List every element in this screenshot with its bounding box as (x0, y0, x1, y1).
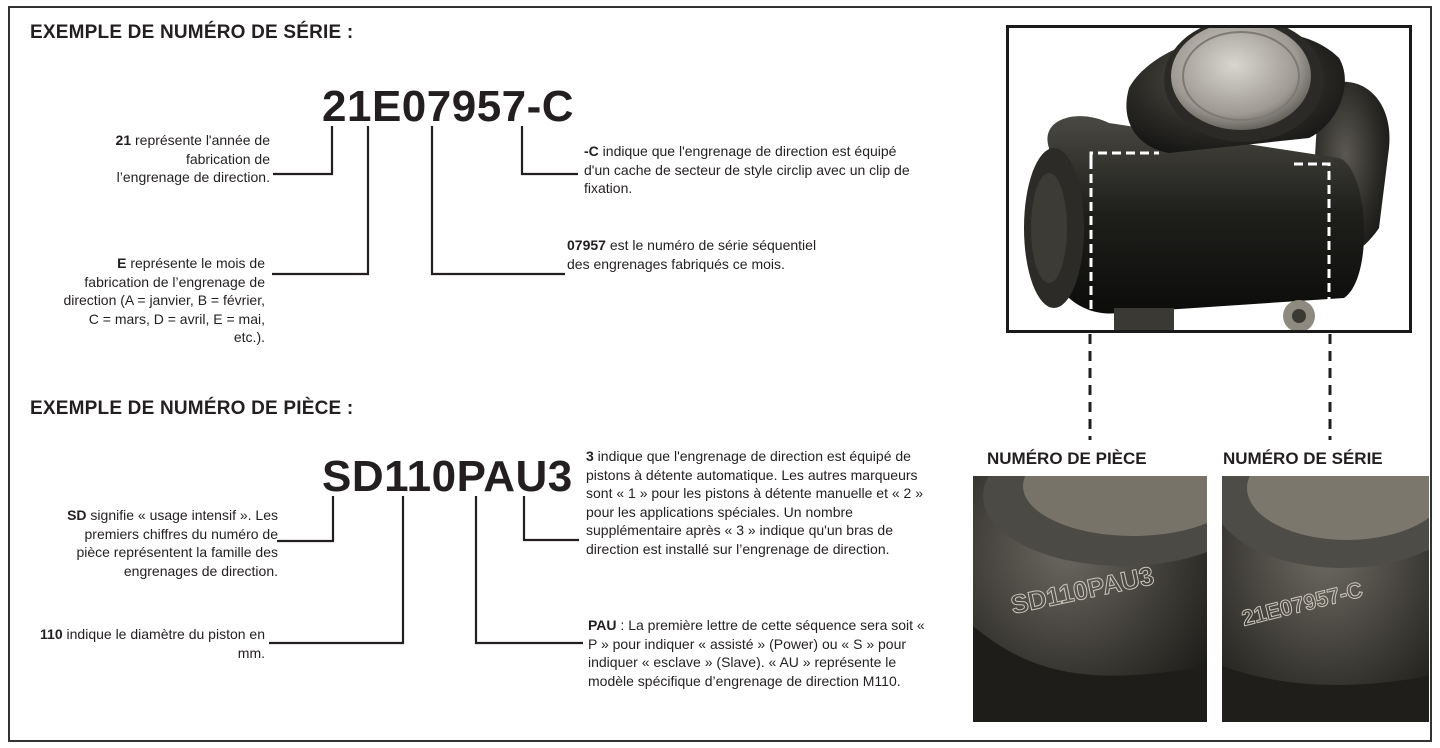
steering-gear-illustration (1024, 28, 1390, 330)
note-part-piston: 3 indique que l'engrenage de direction e… (586, 447, 931, 558)
note-serial-suffix-text: indique que l'engrenage de direction est… (584, 143, 910, 196)
part-number-closeup-illustration: SD110PAU3 (973, 476, 1207, 722)
note-serial-sequence: 07957 est le numéro de série séquentiel … (567, 236, 817, 273)
note-serial-suffix: -C indique que l'engrenage de direction … (584, 142, 914, 198)
part-number-closeup-photo: SD110PAU3 (973, 476, 1207, 722)
connector-PAU (474, 496, 583, 645)
note-serial-month-text: représente le mois de fabrication de l’e… (63, 255, 265, 345)
note-serial-suffix-key: -C (584, 143, 599, 159)
connector-E (272, 126, 370, 276)
note-serial-year: 21 représente l'année de fabrication de … (110, 131, 270, 187)
serial-number-caption: NUMÉRO DE SÉRIE (1223, 449, 1383, 468)
connector-C (520, 126, 578, 176)
note-part-diameter: 110 indique le diamètre du piston en mm. (40, 625, 265, 662)
note-part-piston-text: indique que l'engrenage de direction est… (586, 448, 924, 557)
note-serial-sequence-key: 07957 (567, 237, 606, 253)
note-part-family-text: signifie « usage intensif ». Les premier… (76, 507, 278, 579)
note-part-model-text: : La première lettre de cette séquence s… (588, 617, 925, 689)
note-serial-sequence-text: est le numéro de série séquentiel des en… (567, 237, 817, 272)
serial-number-closeup-photo: 21E07957-C (1222, 476, 1429, 722)
note-part-diameter-key: 110 (40, 626, 63, 642)
serial-heading: EXEMPLE DE NUMÉRO DE SÉRIE : (30, 22, 354, 43)
note-serial-month-key: E (117, 255, 127, 271)
note-serial-year-text: représente l'année de fabrication de l’e… (116, 132, 270, 185)
serial-code: 21E07957-C (322, 82, 575, 131)
note-serial-month: E représente le mois de fabrication de l… (60, 254, 265, 347)
connector-21 (273, 126, 334, 176)
note-part-model-key: PAU (588, 617, 617, 633)
note-part-family-key: SD (67, 507, 87, 523)
note-part-diameter-text: indique le diamètre du piston en mm. (62, 626, 265, 661)
serial-number-closeup-illustration: 21E07957-C (1222, 476, 1429, 722)
steering-gear-photo (1006, 25, 1412, 333)
connector-3 (522, 496, 579, 542)
diagram-frame (8, 6, 1432, 742)
note-part-piston-key: 3 (586, 448, 594, 464)
connector-SD (277, 496, 335, 543)
note-part-model: PAU : La première lettre de cette séquen… (588, 616, 933, 690)
part-number-caption: NUMÉRO DE PIÈCE (987, 449, 1147, 468)
connector-110 (269, 496, 405, 645)
part-code: SD110PAU3 (322, 452, 573, 501)
note-serial-year-key: 21 (115, 132, 132, 148)
note-part-family: SD signifie « usage intensif ». Les prem… (60, 506, 278, 580)
part-heading: EXEMPLE DE NUMÉRO DE PIÈCE : (30, 398, 354, 419)
connector-07957 (430, 126, 565, 276)
